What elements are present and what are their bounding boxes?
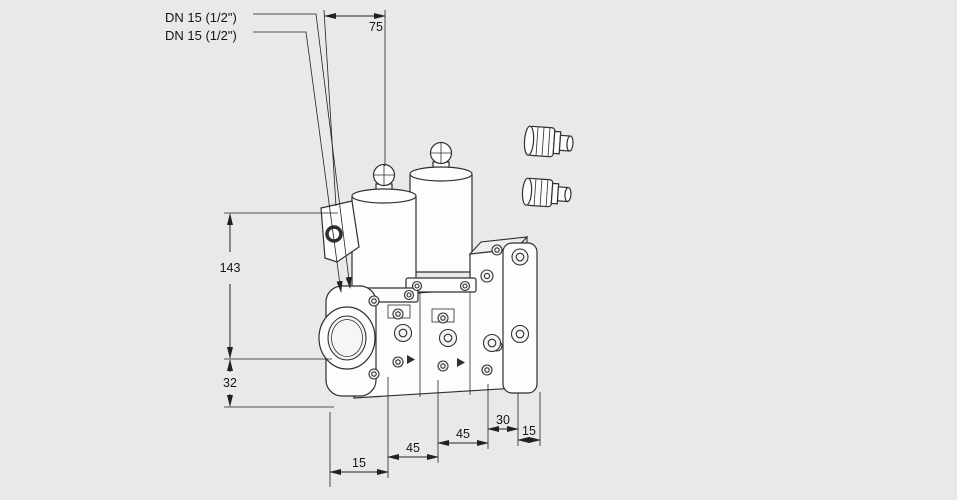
flow-arrow-icon [457,358,465,367]
dn-callout-top: DN 15 (1/2") [165,10,237,25]
solenoid-coil-left [351,163,417,295]
dim-75-label: 75 [369,20,383,34]
dim-143-label: 143 [220,261,241,275]
pipe-fitting-bottom [521,177,572,208]
flow-arrow-icon [407,355,415,364]
dim-15-bottom-label: 15 [352,456,366,470]
dim-45-b-label: 45 [456,427,470,441]
dim-30-label: 30 [496,413,510,427]
solenoid-coil-right [409,141,473,273]
dimension-lines [224,9,541,487]
inlet-flange [318,285,380,397]
outlet-flange [491,242,538,394]
dn-callout-bottom: DN 15 (1/2") [165,28,237,43]
body-ports-and-screws [387,269,502,376]
pipe-fitting-top [523,125,574,158]
dim-45-a-label: 45 [406,441,420,455]
dim-15-right-label: 15 [522,424,536,438]
dim-32-label: 32 [223,376,237,390]
